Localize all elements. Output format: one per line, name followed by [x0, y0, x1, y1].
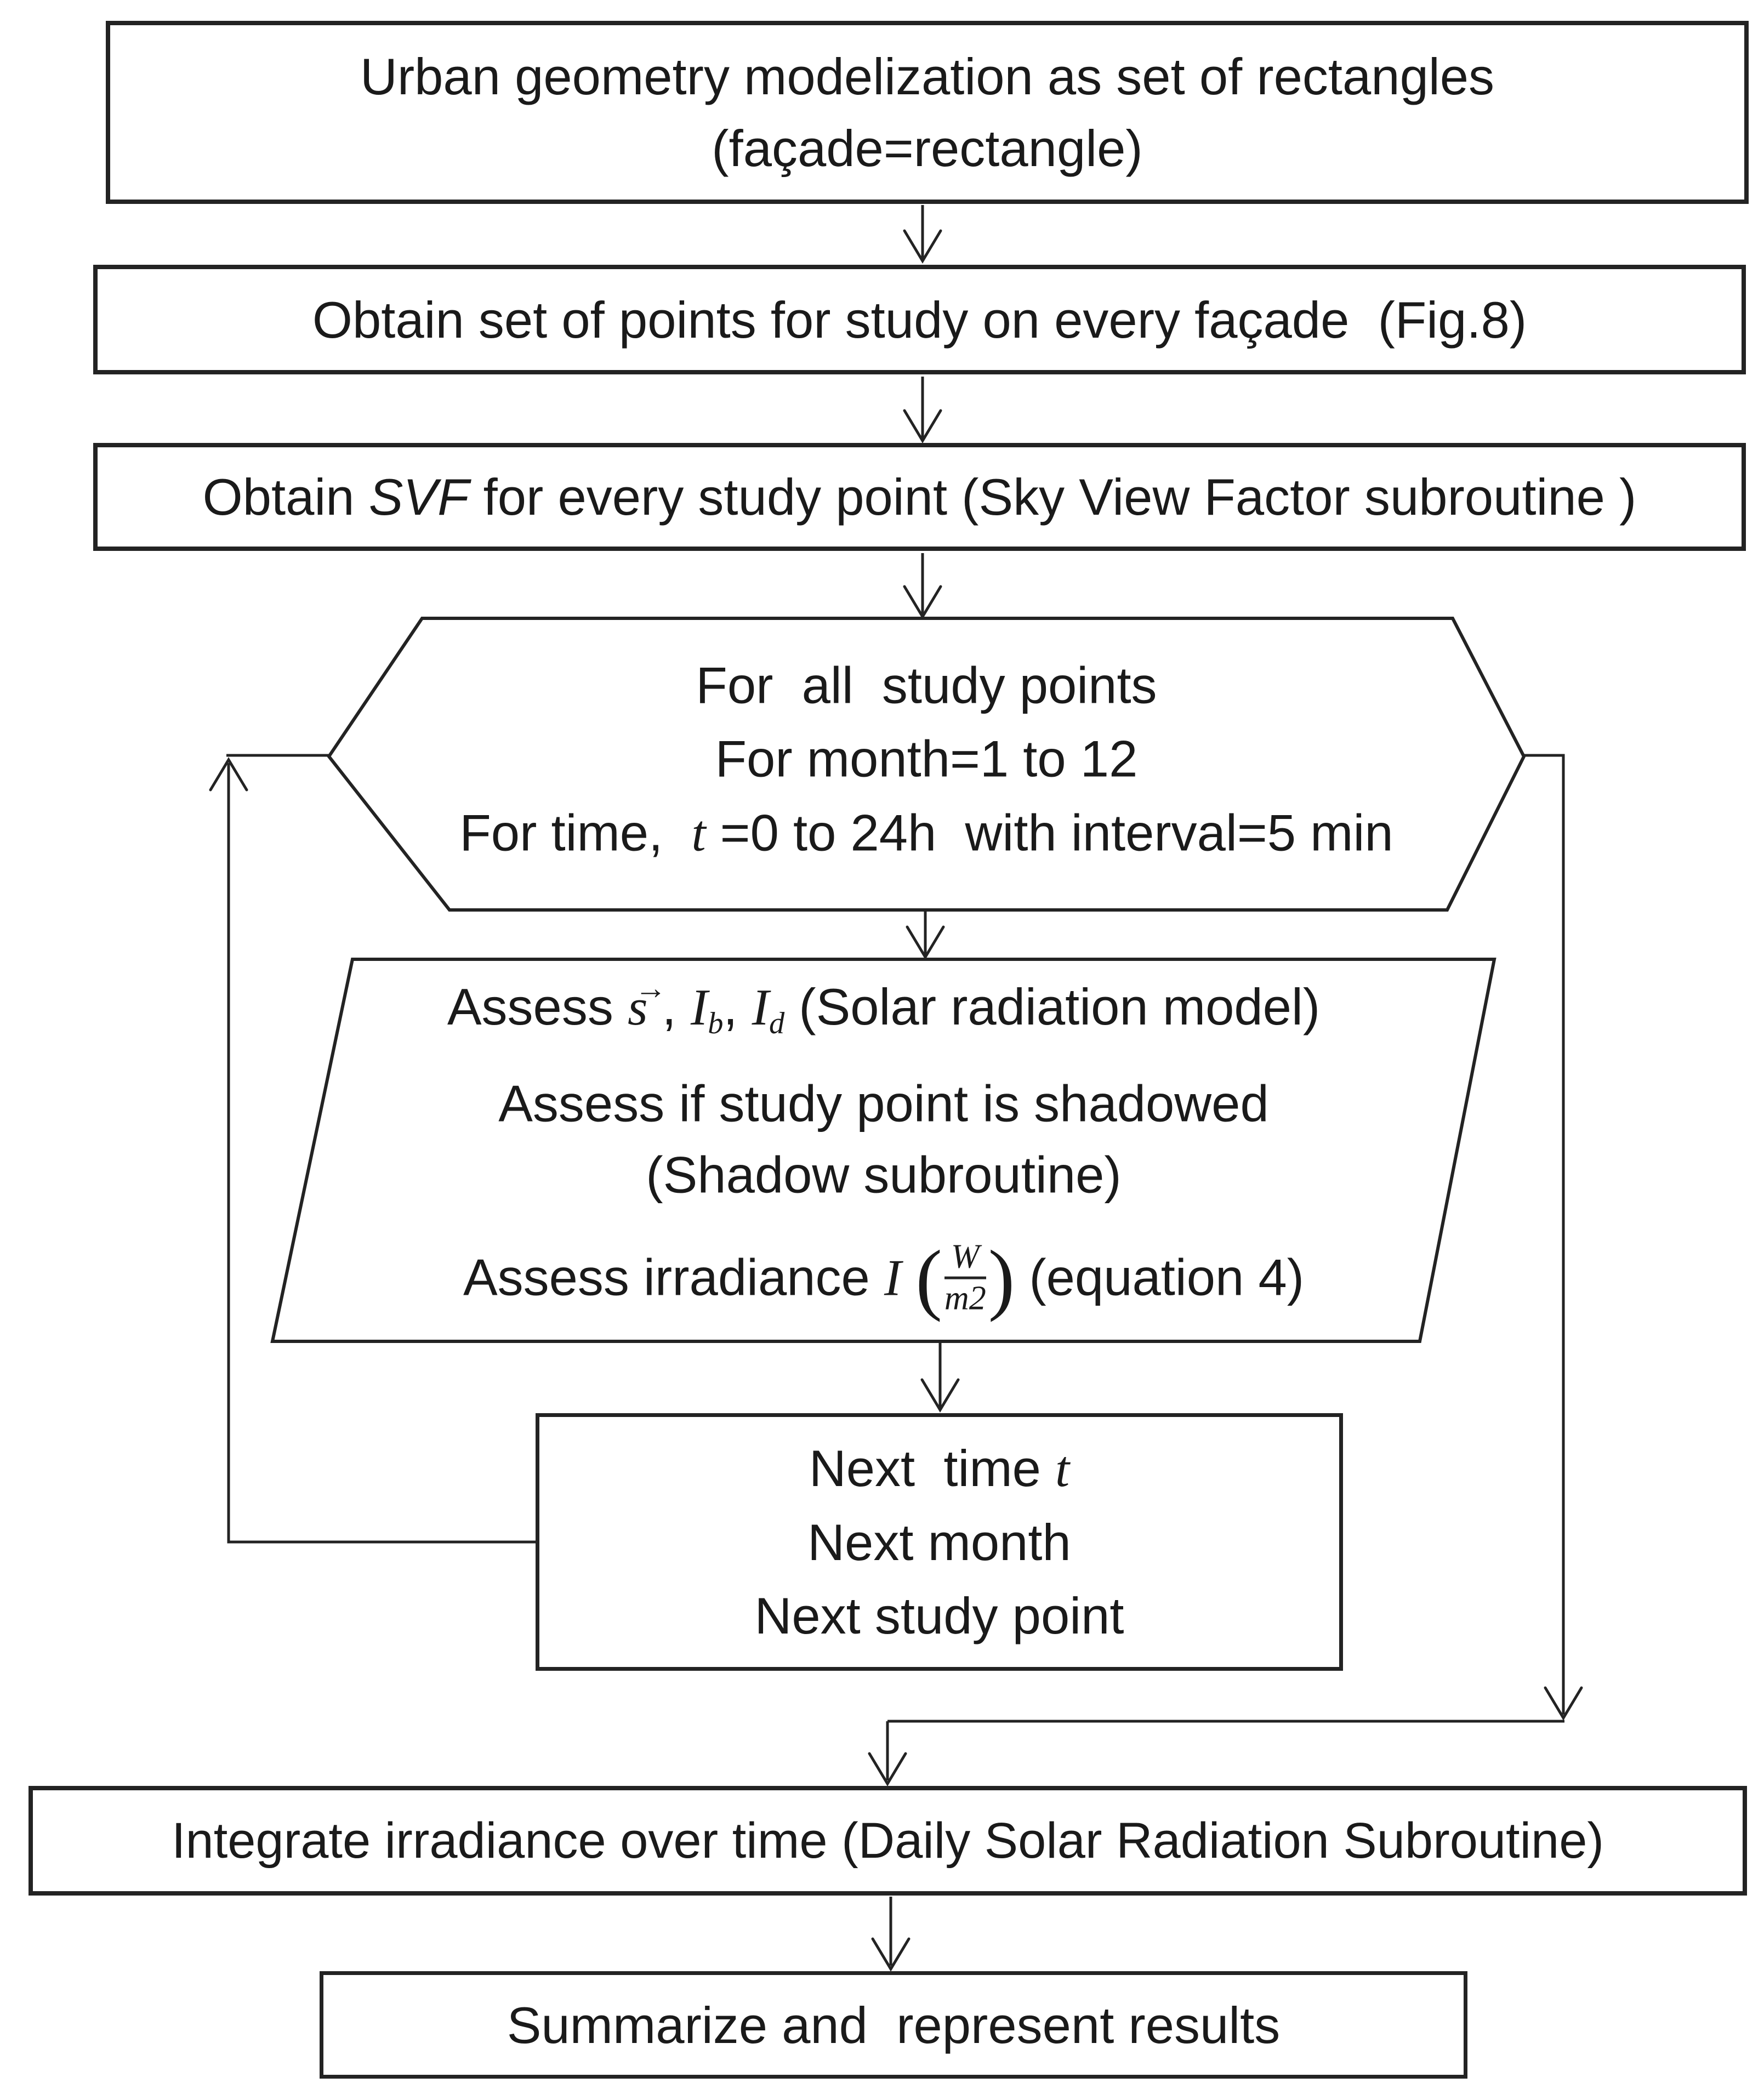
arrow-integrate-to-summarize-head [871, 1937, 911, 1972]
loopback-left-head [209, 757, 248, 792]
urban-geometry-line2: (façade=rectangle) [712, 119, 1143, 177]
urban-geometry-line1: Urban geometry modelization as set of re… [360, 48, 1495, 105]
obtain-points-text: Obtain set of points for study on every … [312, 291, 1527, 349]
arrow-loop-to-assess-head [906, 925, 945, 960]
open-paren: ( [915, 1234, 942, 1323]
arrow-assess-to-next-head [920, 1378, 960, 1413]
arrow-svf-to-loop-head [903, 585, 942, 619]
process-box-obtain-points: Obtain set of points for study on every … [93, 265, 1746, 374]
assess-line2: Assess if study point is shadowed [498, 1074, 1269, 1132]
close-paren: ) [988, 1234, 1015, 1323]
loopexit-right-head [1544, 1686, 1583, 1721]
assess-line1: Assess s→ , Ib, Id (Solar radiation mode… [272, 970, 1495, 1060]
next-time-line: Next time t [809, 1439, 1070, 1498]
loopback-left-line [227, 763, 536, 1544]
summarize-text: Summarize and represent results [507, 1996, 1281, 2054]
time-variable: t [691, 805, 706, 862]
process-box-summarize-results: Summarize and represent results [320, 1971, 1467, 2079]
sun-vector-symbol: s→ [628, 970, 667, 1044]
loop-header-text: For all study points For month=1 to 12 F… [329, 618, 1524, 910]
next-month-line: Next month [807, 1513, 1071, 1571]
next-study-point-line: Next study point [754, 1586, 1124, 1644]
arrow-junction-to-integrate-head [868, 1752, 907, 1786]
assess-step-text: Assess s→ , Ib, Id (Solar radiation mode… [272, 959, 1495, 1341]
arrow-urban-to-points-head [903, 229, 942, 264]
assess-parallelogram-shape [270, 958, 1496, 1343]
process-box-integrate-irradiance: Integrate irradiance over time (Daily So… [29, 1786, 1747, 1896]
integrate-text: Integrate irradiance over time (Daily So… [171, 1812, 1604, 1869]
assess-line3: (Shadow subroutine) [646, 1146, 1122, 1204]
irradiance-symbol: I [884, 1249, 902, 1307]
beam-irradiance-symbol: I [690, 979, 708, 1037]
loop-header-line3: For time, t =0 to 24h with interval=5 mi… [459, 804, 1393, 862]
obtain-svf-text: Obtain SVF for every study point (Sky Vi… [202, 468, 1637, 526]
loop-header-line2: For month=1 to 12 [715, 730, 1138, 788]
loopexit-right-line [1524, 754, 1565, 1715]
time-variable: t [1055, 1440, 1070, 1498]
arrow-points-to-svf-head [903, 409, 942, 443]
loop-header-line1: For all study points [696, 656, 1157, 714]
process-box-obtain-svf: Obtain SVF for every study point (Sky Vi… [93, 443, 1746, 551]
process-box-next-iteration: Next time t Next month Next study point [536, 1413, 1343, 1671]
svf-variable: SVF [368, 468, 469, 526]
diffuse-irradiance-symbol: I [752, 979, 769, 1037]
process-box-urban-geometry: Urban geometry modelization as set of re… [106, 21, 1749, 204]
vector-arrow-accent: → [634, 970, 667, 1006]
